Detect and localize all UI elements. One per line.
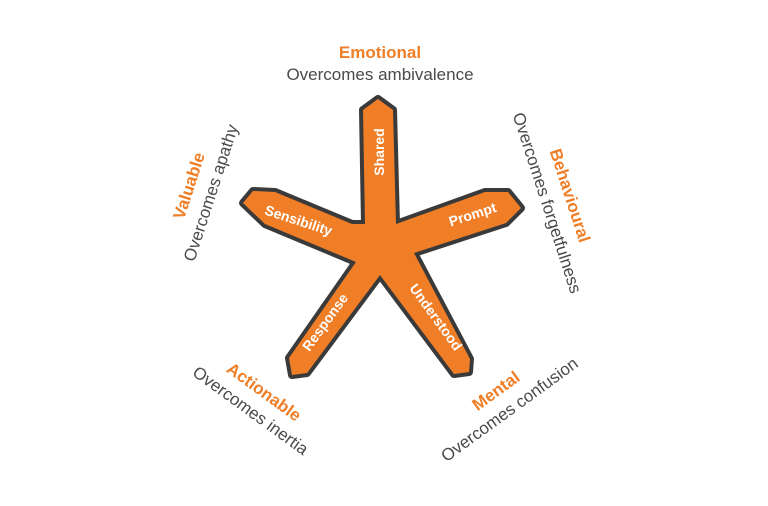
- star-fill: [243, 99, 521, 375]
- outer-label-emotional: Emotional Overcomes ambivalence: [286, 43, 473, 84]
- label-title-emotional: Emotional: [339, 43, 421, 62]
- star-shape: [239, 95, 525, 379]
- outer-label-behavioural: Behavioural Overcomes forgetfulness: [509, 110, 594, 296]
- arm-label-shared: Shared: [371, 128, 387, 175]
- outer-label-valuable: Valuable Overcomes apathy: [169, 122, 242, 264]
- label-subtitle-emotional: Overcomes ambivalence: [286, 65, 473, 84]
